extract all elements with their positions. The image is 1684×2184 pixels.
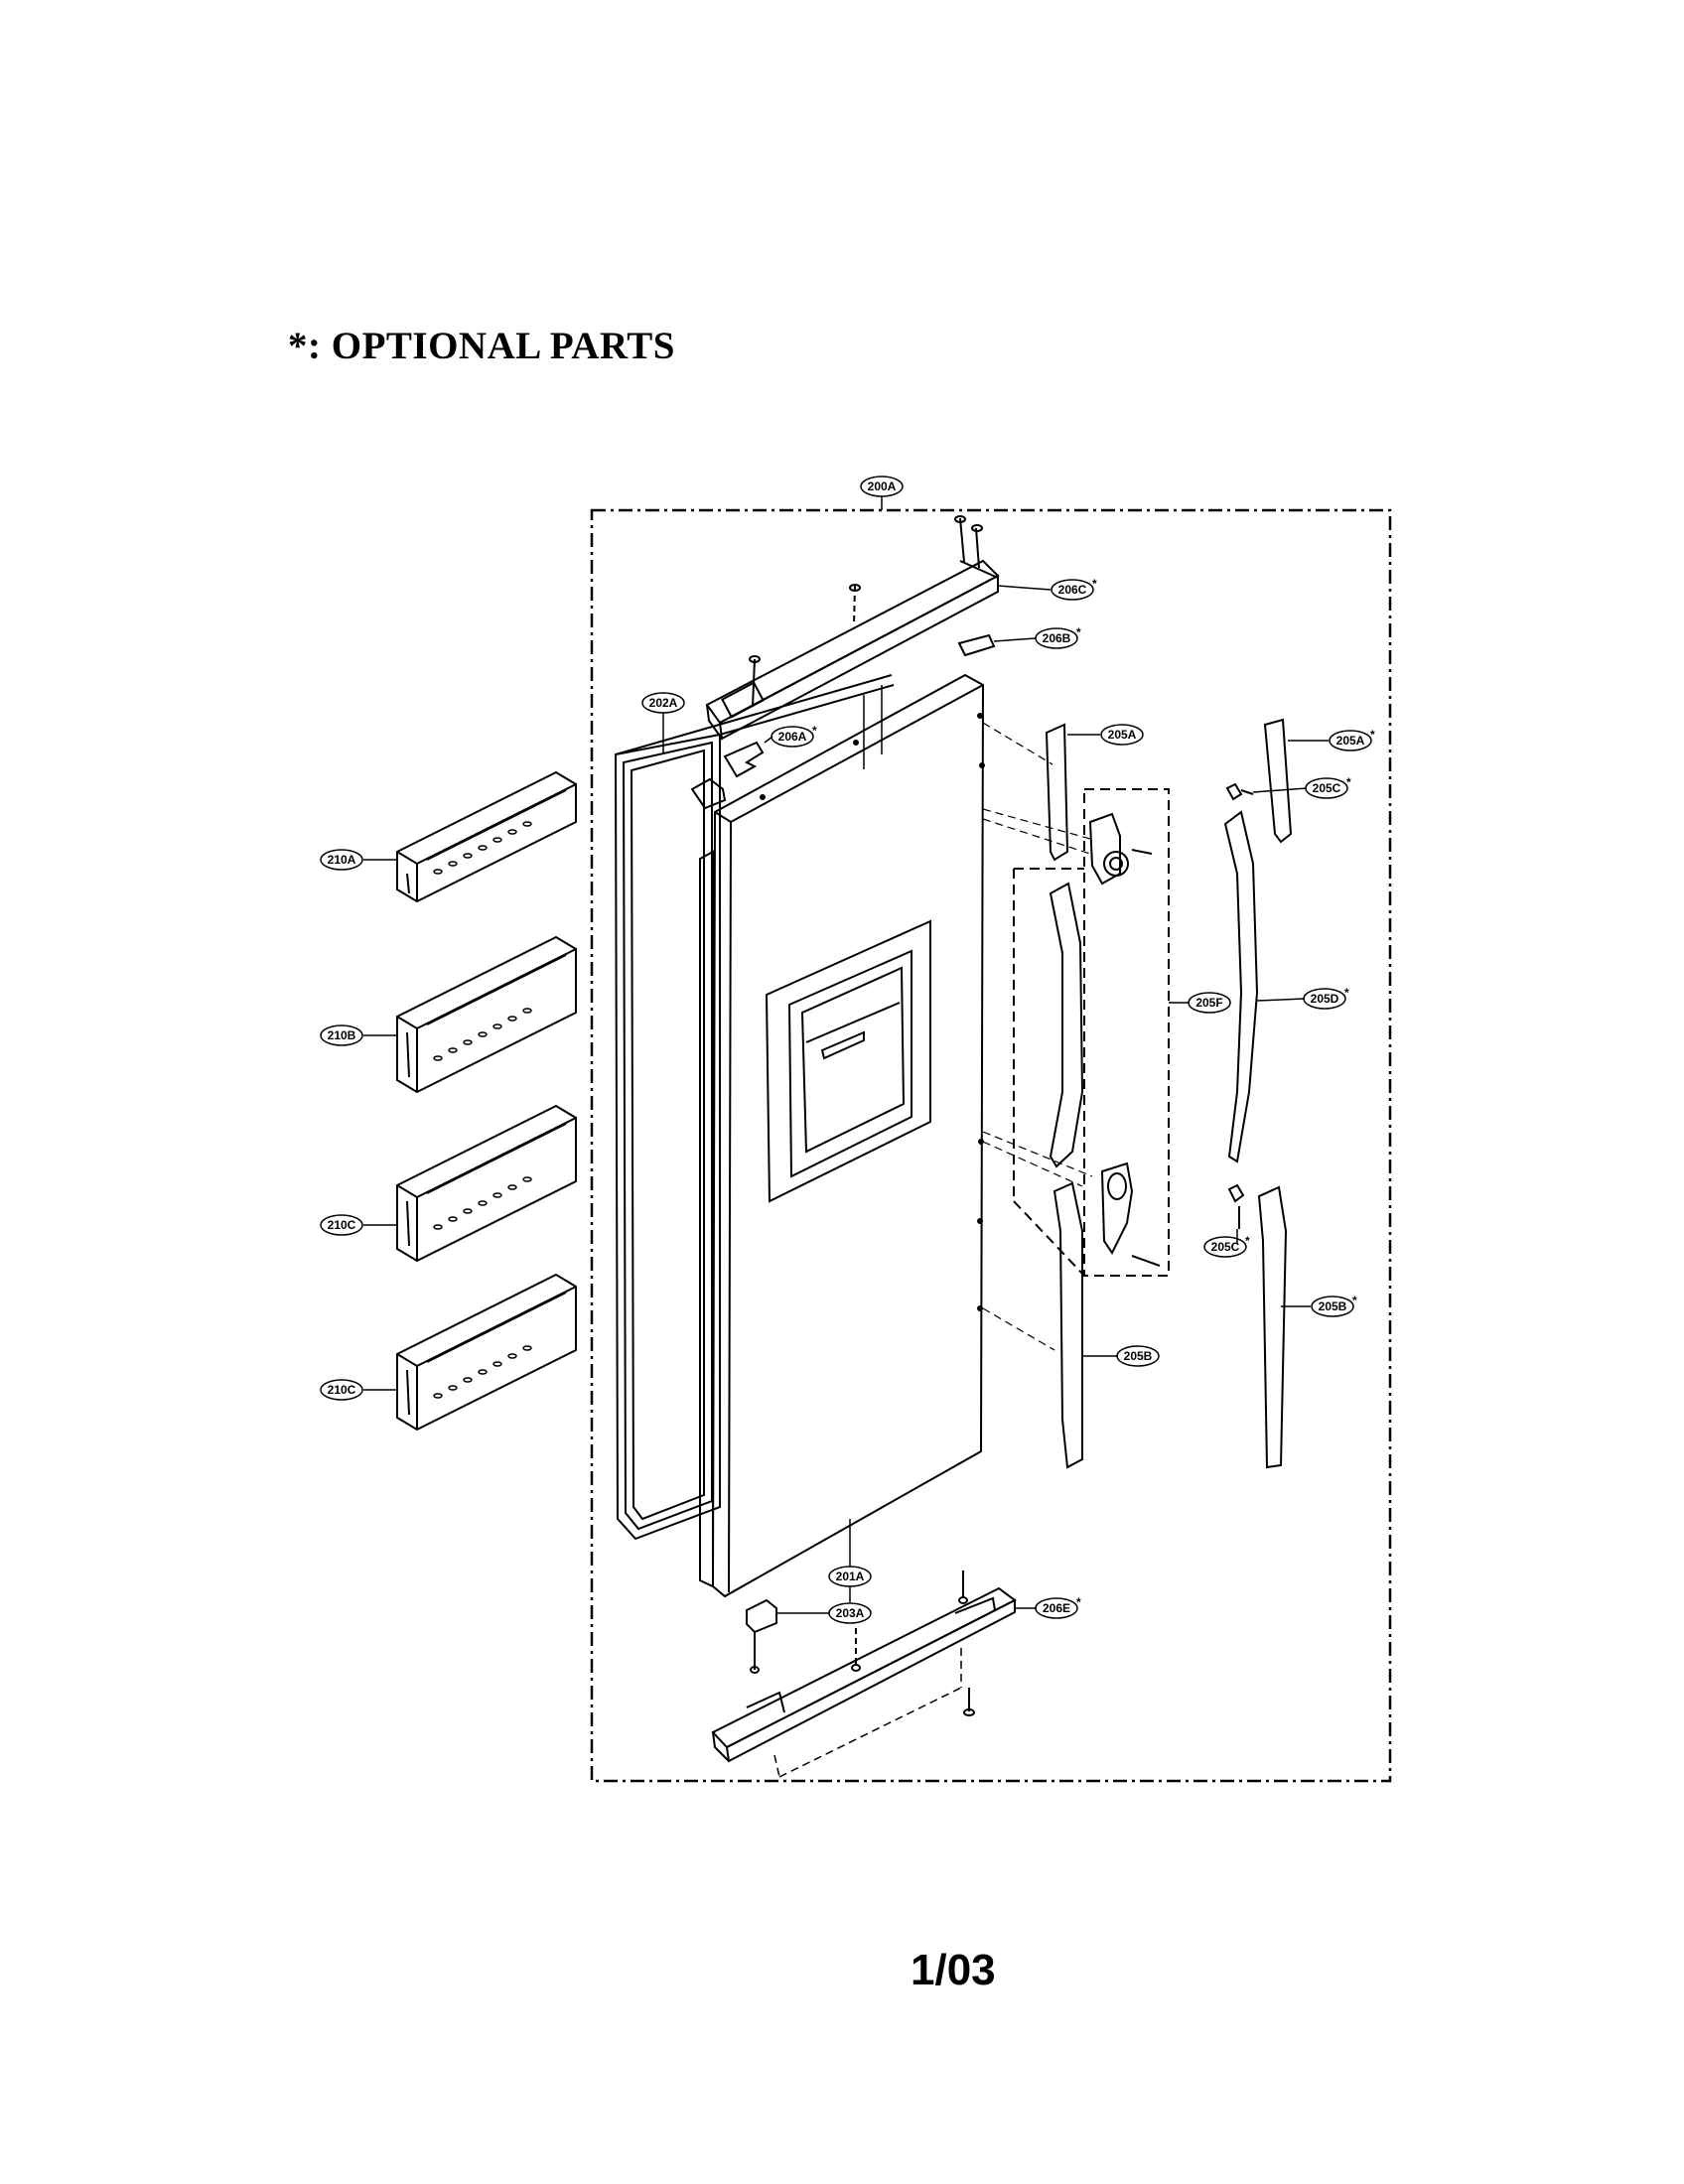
handle-trim-top [1045,723,1069,862]
svg-text:*: * [1346,775,1351,789]
optional-handle-clip [1225,782,1254,801]
part-label-205C-bottom: 205C * [1203,1234,1250,1258]
part-label-205D: 205D * [1303,986,1349,1010]
door-bin [396,935,577,1094]
svg-text:205B: 205B [1319,1299,1347,1313]
hinge-bracket [957,633,996,657]
top-hinge [690,741,765,810]
part-label-201A: 201A [828,1566,872,1587]
part-label-205B: 205B [1116,1345,1160,1367]
svg-text:206A: 206A [778,730,807,744]
door-gasket [614,674,895,1541]
optional-handle-trim-top [1263,718,1293,844]
part-label-202A: 202A [641,692,685,714]
part-label-210C-lower: 210C [320,1379,363,1401]
optional-handle-clip [1227,1183,1245,1229]
part-label-200A: 200A [860,476,904,497]
part-label-210B: 210B [320,1024,363,1046]
door-bin [396,770,577,903]
part-label-205F: 205F [1188,992,1231,1014]
svg-text:*: * [1245,1234,1250,1248]
top-hinge-cover [705,559,1000,769]
svg-text:201A: 201A [836,1570,865,1583]
door-panel [699,673,985,1598]
svg-text:210B: 210B [328,1028,356,1042]
svg-text:205F: 205F [1195,996,1222,1010]
screw [749,515,983,708]
page-number: 1/03 [911,1946,996,1994]
part-label-206A: 206A * [771,724,817,748]
part-label-205B-optional: 205B * [1311,1294,1357,1317]
bottom-hinge-cover [711,1586,1017,1778]
handle-group-boundary [1083,788,1170,1277]
svg-text:206C: 206C [1058,583,1087,597]
bottom-hinge [746,1570,975,1716]
part-label-206B: 206B * [1035,625,1081,649]
svg-text:205C: 205C [1211,1240,1240,1254]
part-label-205A: 205A [1100,724,1144,746]
svg-text:*: * [1370,728,1375,742]
svg-text:206E: 206E [1043,1601,1070,1615]
svg-text:*: * [1076,625,1081,639]
svg-text:210A: 210A [328,853,356,867]
svg-text:*: * [1352,1294,1357,1307]
svg-text:205A: 205A [1108,728,1137,742]
svg-text:210C: 210C [328,1218,356,1232]
door-bin [396,1104,577,1263]
part-label-206C: 206C * [1051,577,1097,601]
svg-text:*: * [812,724,817,738]
assembly-boundary [590,508,1392,1783]
part-label-206E: 206E * [1035,1595,1081,1619]
page-title: *: OPTIONAL PARTS [288,325,675,367]
svg-text:206B: 206B [1043,631,1071,645]
handle-trim-bottom [1052,1181,1083,1469]
svg-text:203A: 203A [836,1606,865,1620]
handle-mount-bottom [1100,1161,1161,1267]
svg-text:200A: 200A [868,479,897,493]
svg-text:*: * [1092,577,1097,591]
svg-text:205D: 205D [1311,992,1339,1006]
svg-text:205C: 205C [1313,781,1341,795]
svg-text:205A: 205A [1336,734,1365,748]
door-bin [396,1273,577,1432]
part-label-205C-top: 205C * [1305,775,1351,799]
svg-text:202A: 202A [649,696,678,710]
svg-text:205B: 205B [1124,1349,1153,1363]
svg-text:210C: 210C [328,1383,356,1397]
handle-mount-top [1088,812,1153,886]
door-handle [1049,882,1084,1168]
part-label-203A: 203A [828,1602,872,1624]
svg-text:*: * [1344,986,1349,1000]
part-label-210C-upper: 210C [320,1214,363,1236]
part-label-205A-optional: 205A * [1329,728,1375,751]
part-label-210A: 210A [320,849,363,871]
optional-handle-trim-bottom [1257,1185,1288,1469]
svg-text:*: * [1076,1595,1081,1609]
